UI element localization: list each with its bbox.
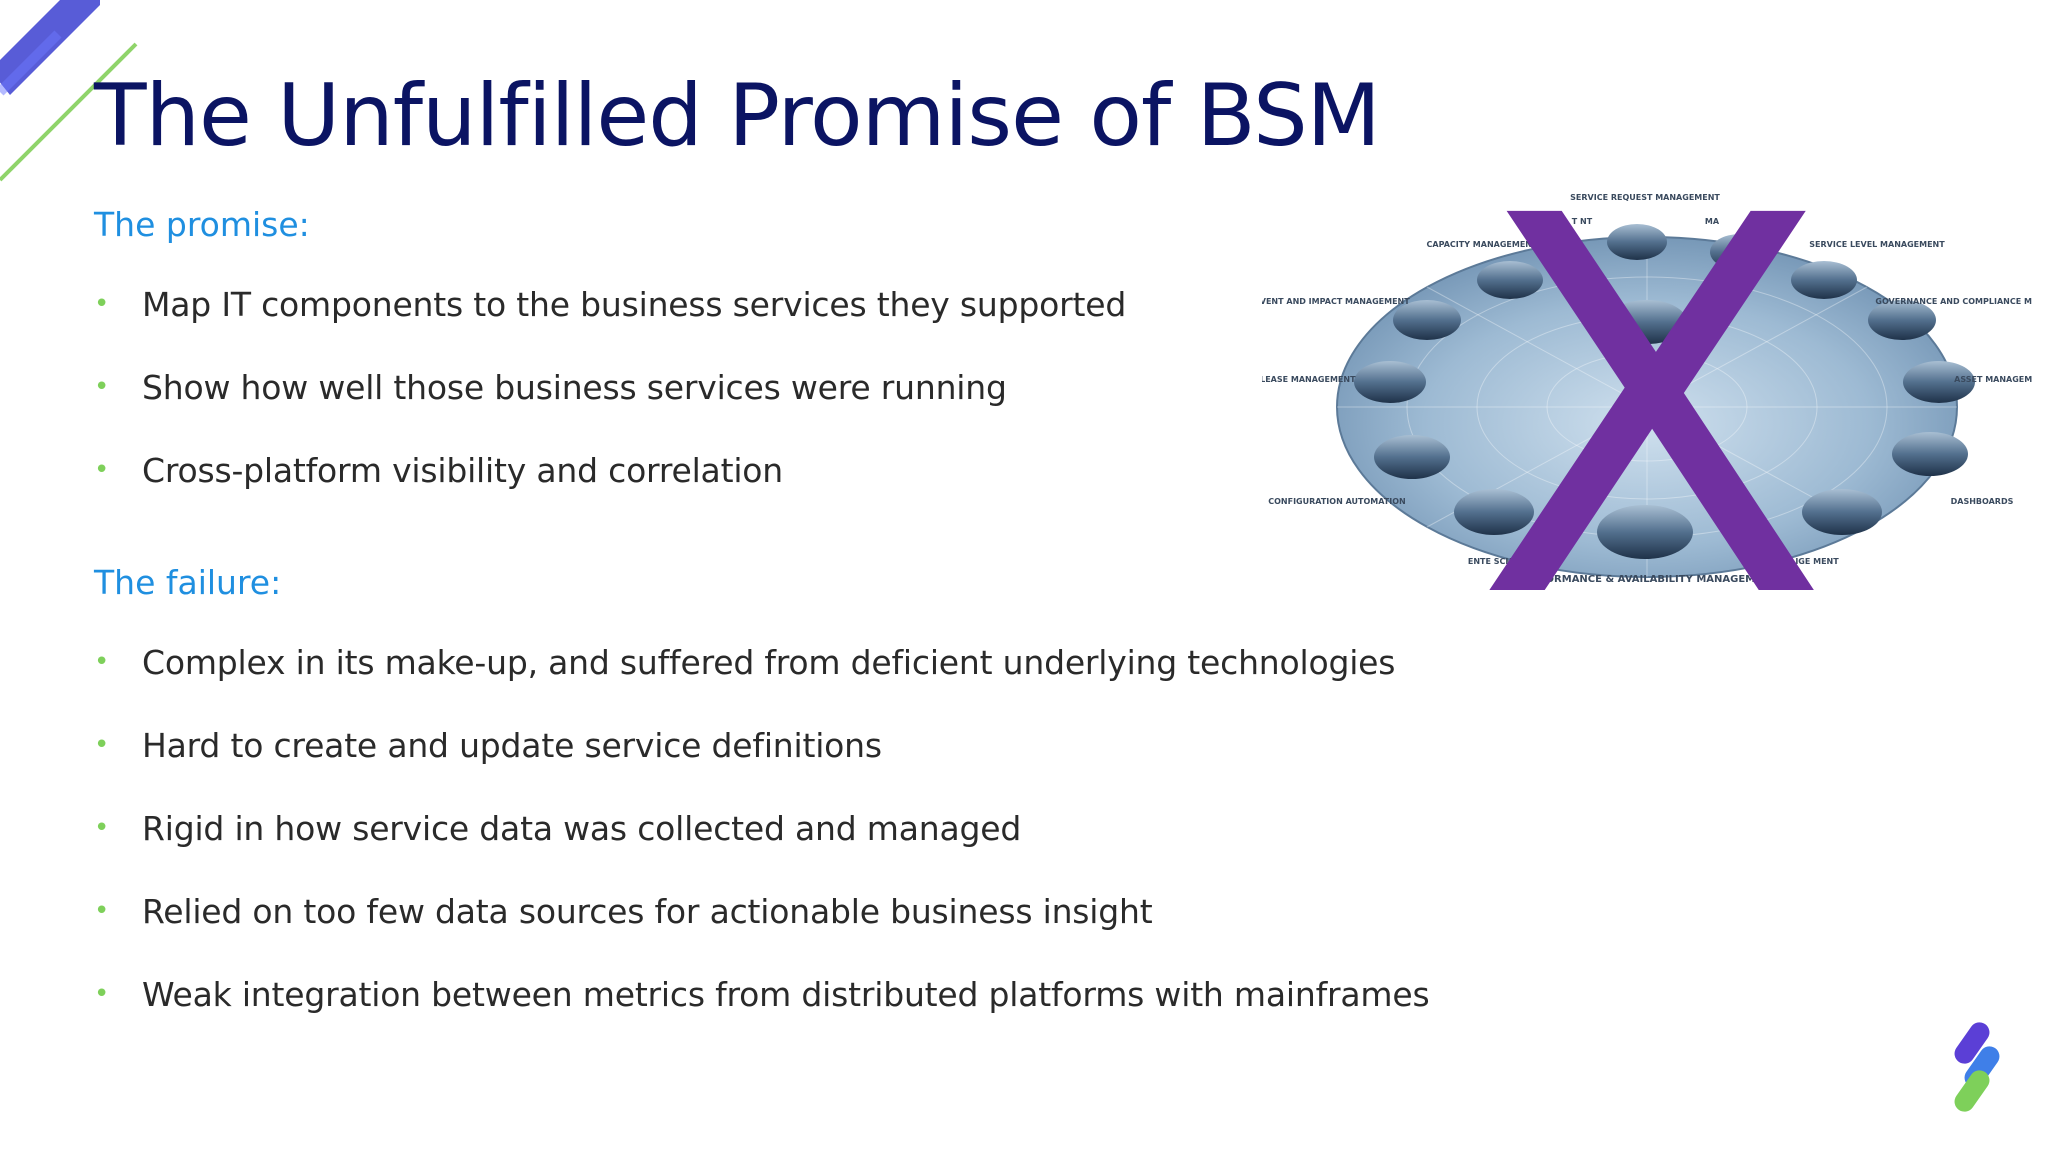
bullet-icon: • (94, 813, 110, 843)
bullet-icon: • (94, 289, 110, 319)
failure-heading: The failure: (94, 563, 282, 602)
bullet-icon: • (94, 979, 110, 1009)
label-dashboards: DASHBOARDS (1951, 497, 2014, 506)
failure-item: • Relied on too few data sources for act… (94, 891, 1153, 931)
bullet-icon: • (94, 896, 110, 926)
cross-out-mark: X (1474, 172, 1830, 622)
bullet-icon: • (94, 647, 110, 677)
label-capacity: CAPACITY MANAGEMENT (1427, 240, 1538, 249)
promise-item: • Cross-platform visibility and correlat… (94, 450, 783, 490)
wheel-discs (1354, 224, 1975, 559)
label-release: RELEASE MANAGEMENT (1262, 375, 1356, 384)
brand-logo (1954, 1022, 2000, 1112)
bullet-icon: • (94, 455, 110, 485)
label-enterprise-fragment: ENTE SCH (1468, 557, 1512, 566)
label-configuration: CONFIGURATION AUTOMATION (1268, 497, 1405, 506)
failure-item: • Rigid in how service data was collecte… (94, 808, 1022, 848)
label-change-fragment: IGE MENT (1795, 557, 1839, 566)
promise-item: • Map IT components to the business serv… (94, 284, 1127, 324)
label-service-request: SERVICE REQUEST MANAGEMENT (1570, 193, 1720, 202)
corner-decoration (0, 0, 138, 182)
bullet-icon: • (94, 730, 110, 760)
failure-item: • Hard to create and update service defi… (94, 725, 882, 765)
bsm-wheel-diagram: SERVICE REQUEST MANAGEMENT CAPACITY MANA… (1262, 172, 2032, 622)
label-service-level: SERVICE LEVEL MANAGEMENT (1809, 240, 1945, 249)
label-top-right-fragment: MA (1705, 217, 1720, 226)
label-top-left-fragment: T NT (1572, 217, 1593, 226)
promise-item: • Show how well those business services … (94, 367, 1007, 407)
promise-heading: The promise: (94, 205, 310, 244)
failure-item: • Weak integration between metrics from … (94, 974, 1430, 1014)
center-disc (1607, 300, 1687, 344)
wheel-grid (1337, 237, 1957, 577)
bullet-icon: • (94, 372, 110, 402)
label-performance: PERFORMANCE & AVAILABILITY MANAGEMENT (1517, 574, 1777, 585)
failure-item: • Complex in its make-up, and suffered f… (94, 642, 1396, 682)
slide-title: The Unfulfilled Promise of BSM (94, 66, 1381, 166)
label-asset: ASSET MANAGEMENT (1954, 375, 2032, 384)
label-event-impact: EVENT AND IMPACT MANAGEMENT (1262, 297, 1410, 306)
label-governance: GOVERNANCE AND COMPLIANCE MANAGEMENT (1875, 297, 2032, 306)
